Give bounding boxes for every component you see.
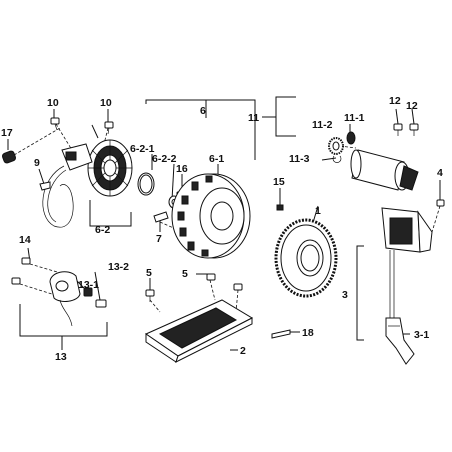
label-10-right: 10 <box>100 97 112 109</box>
label-5-left: 5 <box>146 267 152 279</box>
cover-plate-2 <box>144 299 254 363</box>
grommet-17 <box>1 150 17 164</box>
label-1: 1 <box>315 205 321 217</box>
bracket-13 <box>19 304 108 350</box>
flywheel-slots <box>177 175 213 257</box>
ignition-coil-3 <box>381 207 433 318</box>
stator-assembly-6-2 <box>42 139 133 228</box>
bolt-5-a <box>145 289 155 302</box>
label-7: 7 <box>156 233 162 245</box>
part-13-2 <box>95 299 107 308</box>
bolt-15 <box>276 204 284 211</box>
label-6-1: 6-1 <box>209 153 224 165</box>
label-4: 4 <box>437 167 443 179</box>
label-18: 18 <box>302 327 314 339</box>
label-13-2: 13-2 <box>108 261 129 273</box>
screw-14-b <box>11 277 21 285</box>
label-10-left: 10 <box>47 97 59 109</box>
label-6-2-1: 6-2-1 <box>130 143 155 155</box>
label-11-1: 11-1 <box>344 112 365 124</box>
screw-10-left <box>50 117 60 131</box>
sensor-13 <box>49 271 81 327</box>
bracket-3 <box>356 245 364 341</box>
label-17: 17 <box>1 127 13 139</box>
label-13-1: 13-1 <box>78 279 99 291</box>
pin-18 <box>271 329 291 339</box>
plug-cap-3-1 <box>385 317 415 365</box>
part-13-1 <box>83 287 93 297</box>
label-9: 9 <box>34 157 40 169</box>
bolt-12-left <box>393 123 403 136</box>
label-6-2: 6-2 <box>95 224 110 236</box>
label-12-left: 12 <box>389 95 401 107</box>
bolt-5-b <box>206 273 216 281</box>
circlip-11-3 <box>332 155 342 163</box>
starter-motor-11 <box>350 149 419 191</box>
bolt-5-c <box>233 283 243 291</box>
label-6: 6 <box>200 105 206 117</box>
label-15: 15 <box>273 176 285 188</box>
bracket-6-2 <box>89 200 132 227</box>
label-3: 3 <box>342 289 348 301</box>
label-2: 2 <box>240 345 246 357</box>
flywheel-6-1 <box>171 173 251 259</box>
label-5-right: 5 <box>182 268 188 280</box>
label-14: 14 <box>19 234 31 246</box>
o-ring-6-2-1 <box>137 172 155 196</box>
label-13: 13 <box>55 351 67 363</box>
bearing-11-1 <box>346 131 356 145</box>
label-6-2-2: 6-2-2 <box>152 153 177 165</box>
label-16: 16 <box>176 163 188 175</box>
screw-14-a <box>21 257 31 265</box>
part-labels: 10 10 17 9 6-2 6-2-1 6-2-2 16 6 6-1 7 15… <box>1 95 443 363</box>
clip-9 <box>39 181 51 191</box>
label-11-2: 11-2 <box>312 119 333 131</box>
key-7 <box>153 211 169 223</box>
bracket-11 <box>262 96 296 137</box>
label-3-1: 3-1 <box>414 329 429 341</box>
starter-gear-1 <box>274 218 338 298</box>
screw-10-right <box>104 121 114 135</box>
bolt-12-right <box>409 123 419 136</box>
bracket-6 <box>145 99 256 160</box>
label-11: 11 <box>248 112 259 124</box>
label-12-right: 12 <box>406 100 418 112</box>
gear-11-2 <box>328 137 344 155</box>
screw-4 <box>436 199 445 207</box>
label-11-3: 11-3 <box>289 153 310 165</box>
